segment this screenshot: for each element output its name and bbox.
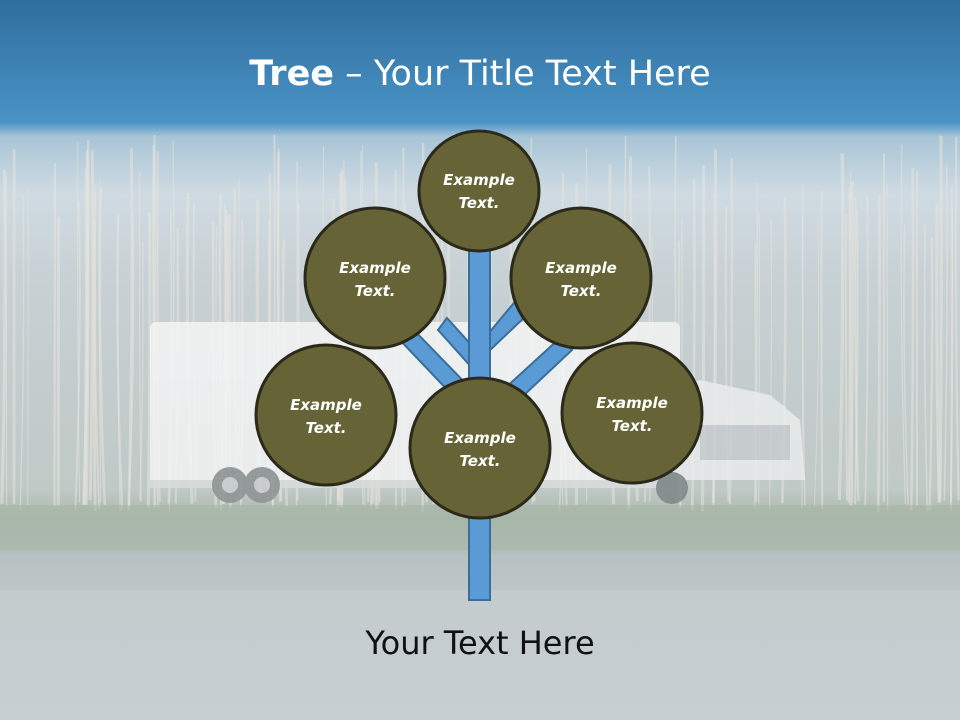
tree-trunk — [0, 169, 7, 504]
node-upper-right-line1: Example — [545, 259, 617, 277]
tree-trunk — [849, 172, 854, 504]
tree-trunk — [853, 197, 860, 502]
slide-title: Tree – Your Title Text Here — [0, 52, 960, 96]
title-rest: Your Title Text Here — [373, 54, 711, 94]
tree-trunk — [83, 168, 88, 506]
node-top: Example Text. — [417, 129, 541, 253]
node-upper-left: Example Text. — [303, 206, 447, 350]
tree-trunk — [19, 194, 25, 511]
tree-trunk — [943, 164, 948, 501]
tree-trunk — [837, 153, 845, 501]
tree-trunk — [864, 195, 869, 507]
node-center-line1: Example — [444, 429, 516, 447]
node-center: Example Text. — [408, 376, 552, 520]
tree-trunk — [146, 212, 152, 509]
tree-trunk — [844, 214, 849, 501]
tree-trunk — [935, 203, 941, 504]
node-lower-left-line1: Example — [290, 396, 362, 414]
node-upper-left-line1: Example — [339, 259, 411, 277]
node-lower-right-line2: Text. — [611, 417, 652, 435]
tree-trunk — [847, 186, 851, 503]
tree-trunk — [92, 220, 97, 512]
node-lower-left: Example Text. — [254, 343, 398, 487]
node-upper-left-line2: Text. — [354, 282, 395, 300]
node-top-line2: Text. — [458, 194, 499, 212]
tree-trunk — [849, 180, 854, 507]
tree-trunk — [900, 144, 907, 505]
tree-trunk — [938, 135, 943, 502]
tree-trunk — [910, 168, 915, 511]
node-top-line1: Example — [443, 171, 515, 189]
caption-text: Your Text Here — [365, 624, 595, 662]
node-lower-left-line2: Text. — [305, 419, 346, 437]
tree-trunk — [928, 236, 934, 511]
tree-trunk — [88, 149, 95, 501]
tree-trunk — [77, 142, 81, 503]
tree-trunk — [820, 190, 824, 510]
title-bold: Tree — [249, 54, 335, 94]
node-center-line2: Text. — [459, 452, 500, 470]
tree-trunk — [813, 217, 820, 507]
node-upper-right: Example Text. — [509, 206, 653, 350]
tree-trunk — [923, 222, 929, 512]
tree-trunk — [127, 148, 134, 511]
tree-trunk — [876, 194, 881, 512]
tree-trunk — [950, 207, 954, 502]
node-lower-right: Example Text. — [560, 341, 704, 485]
tree-trunk — [74, 201, 81, 511]
tree-trunk — [903, 223, 909, 505]
tree-trunk — [854, 208, 859, 505]
tree-trunk — [954, 136, 960, 501]
tree-trunk — [139, 241, 144, 502]
tree-nodes: Example Text. Example Text. Example Text… — [254, 129, 704, 520]
tree-trunk — [886, 184, 889, 511]
node-lower-right-line1: Example — [596, 394, 668, 412]
tree-trunk — [98, 179, 102, 503]
node-upper-right-line2: Text. — [560, 282, 601, 300]
tree-trunk — [116, 215, 124, 511]
title-dash: – — [334, 54, 374, 94]
